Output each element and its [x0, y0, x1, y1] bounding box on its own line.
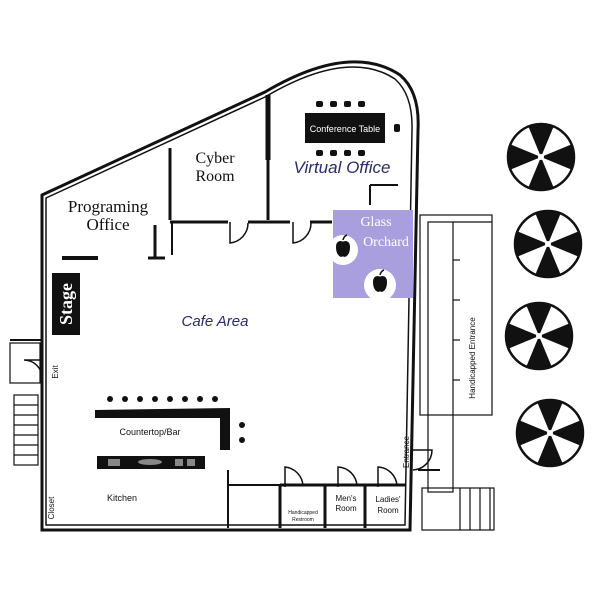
interior-walls [10, 95, 440, 528]
exit-landing [9, 342, 41, 384]
handicapped-ramp [419, 214, 495, 531]
ladies-room-label-2: Room [377, 506, 399, 515]
door-main-entrance[interactable] [412, 449, 433, 471]
cyber-room-label-2: Room [195, 168, 235, 185]
outer-wall [40, 60, 420, 532]
cafe-area-label: Cafe Area [182, 313, 249, 330]
patio-umbrella-icon [506, 122, 576, 192]
programing-office-label-2: Office [86, 215, 129, 234]
stage-platform[interactable] [52, 273, 80, 335]
exit-stairs-frame [13, 394, 39, 466]
cyber-room-label: Cyber [195, 150, 235, 167]
programing-office-label: Programing [68, 197, 149, 216]
entrance-steps [421, 487, 495, 531]
closet-label: Closet [47, 496, 56, 519]
stage-label: Stage [56, 283, 76, 325]
handicapped-restroom-label: Handicapped [288, 510, 318, 516]
conference-table[interactable] [305, 101, 400, 156]
ladies-room-label: Ladies' [375, 495, 401, 504]
kitchen-label: Kitchen [107, 493, 137, 503]
door-handicapped-restroom[interactable] [284, 466, 304, 487]
door-ladies-room[interactable] [377, 466, 398, 487]
door-mens-room[interactable] [337, 466, 358, 487]
glass-orchard-label-2: Orchard [363, 235, 409, 250]
mens-room-label-2: Room [335, 504, 357, 513]
patio-umbrellas [504, 122, 585, 468]
outer-walls [40, 60, 420, 532]
patio-umbrella-icon [504, 301, 574, 371]
exit-label: Exit [51, 365, 60, 379]
door-exit[interactable] [23, 359, 43, 379]
ramp-inner [427, 221, 454, 493]
door-cyber-room[interactable] [229, 222, 249, 244]
conference-table-label: Conference Table [310, 124, 380, 134]
apple-logo-icon [328, 234, 358, 265]
countertop-bar[interactable] [95, 396, 245, 450]
mens-room-label: Men's [335, 494, 356, 503]
patio-umbrella-icon [515, 398, 585, 468]
ramp-outer [419, 214, 493, 416]
inner-wall-line [45, 66, 413, 526]
patio-umbrella-icon [513, 209, 583, 279]
door-virtual-office[interactable] [292, 222, 312, 244]
doors [23, 222, 433, 487]
entrance-label: Entrance [402, 435, 411, 468]
bar-stools [107, 396, 245, 443]
conference-chairs [316, 101, 400, 156]
countertop-bar-label: Countertop/Bar [119, 427, 180, 437]
handicapped-entrance-label: Handicapped Entrance [468, 317, 477, 399]
handicapped-restroom-label-2: Restroom [292, 517, 314, 523]
glass-orchard-label: Glass [360, 215, 391, 230]
kitchen-counter[interactable] [97, 456, 205, 469]
virtual-office-label: Virtual Office [293, 158, 390, 177]
exit-stairs [9, 342, 41, 466]
apple-logo-icon [364, 269, 396, 301]
